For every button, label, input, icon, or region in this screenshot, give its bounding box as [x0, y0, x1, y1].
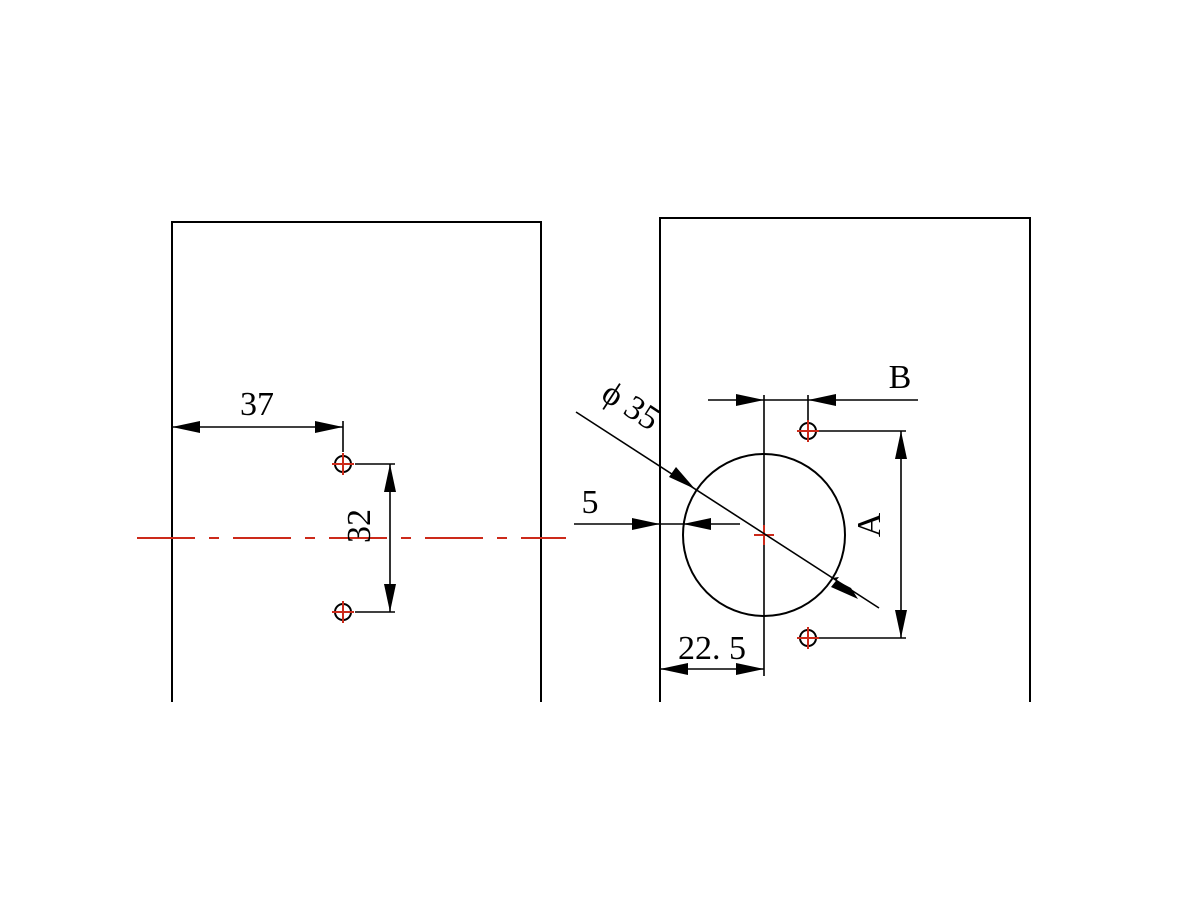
dimension-5-label: 5	[582, 484, 599, 521]
dimension-37: 37	[172, 386, 344, 452]
screw-hole-upper-right	[797, 420, 819, 442]
dimension-5: 5	[574, 484, 740, 530]
dimension-b-label: B	[889, 359, 912, 396]
left-panel-outline	[171, 221, 542, 702]
dimension-a: A	[819, 430, 907, 639]
dimension-22-5: 22. 5	[660, 630, 764, 675]
dimension-32-label: 32	[341, 509, 378, 543]
cup-center-mark	[754, 525, 774, 545]
screw-hole-bottom	[332, 601, 354, 623]
dimension-22-5-label: 22. 5	[678, 630, 746, 667]
dimension-37-label: 37	[240, 386, 274, 423]
screw-hole-top	[332, 453, 354, 475]
screw-hole-lower-right	[797, 627, 819, 649]
dimension-a-label: A	[851, 512, 888, 537]
dimension-32: 32	[341, 463, 396, 613]
dimension-b: B	[708, 359, 918, 420]
left-view: 37 32	[137, 221, 566, 702]
right-panel-outline	[659, 217, 1031, 702]
cup-hole-circle	[682, 453, 846, 617]
